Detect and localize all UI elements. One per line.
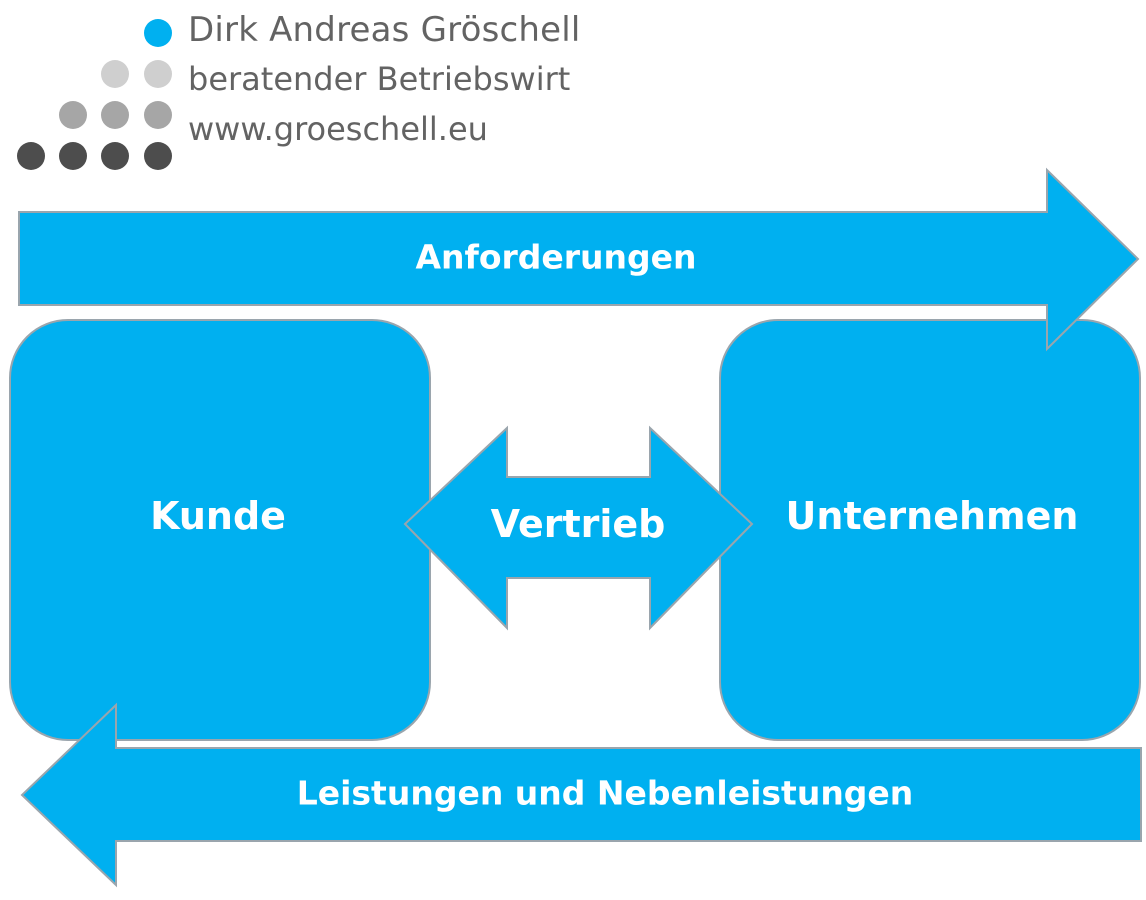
kunde-label: Kunde — [150, 494, 286, 538]
leistungen-arrow — [20, 702, 1142, 888]
logo-dot-dark — [59, 142, 87, 170]
logo-dot-mid — [101, 101, 129, 129]
vertrieb-label: Vertrieb — [490, 502, 666, 546]
brand-name: Dirk Andreas Gröschell — [188, 10, 581, 50]
anforderungen-arrow — [18, 167, 1140, 352]
logo-dot-dark — [17, 142, 45, 170]
logo-dot-dark — [144, 142, 172, 170]
logo-dot-mid — [59, 101, 87, 129]
vertrieb-double-arrow — [403, 425, 754, 631]
logo-dot-mid — [144, 101, 172, 129]
unternehmen-label: Unternehmen — [785, 494, 1079, 538]
logo-dot-blue — [144, 19, 172, 47]
brand-subtitle: beratender Betriebswirt — [188, 60, 571, 98]
logo-dot-dark — [101, 142, 129, 170]
brand-website: www.groeschell.eu — [188, 110, 488, 148]
logo-dot-light — [144, 60, 172, 88]
logo-dot-light — [101, 60, 129, 88]
leistungen-label: Leistungen und Nebenleistungen — [296, 773, 914, 813]
anforderungen-label: Anforderungen — [415, 237, 697, 277]
logo-dots — [17, 19, 172, 170]
